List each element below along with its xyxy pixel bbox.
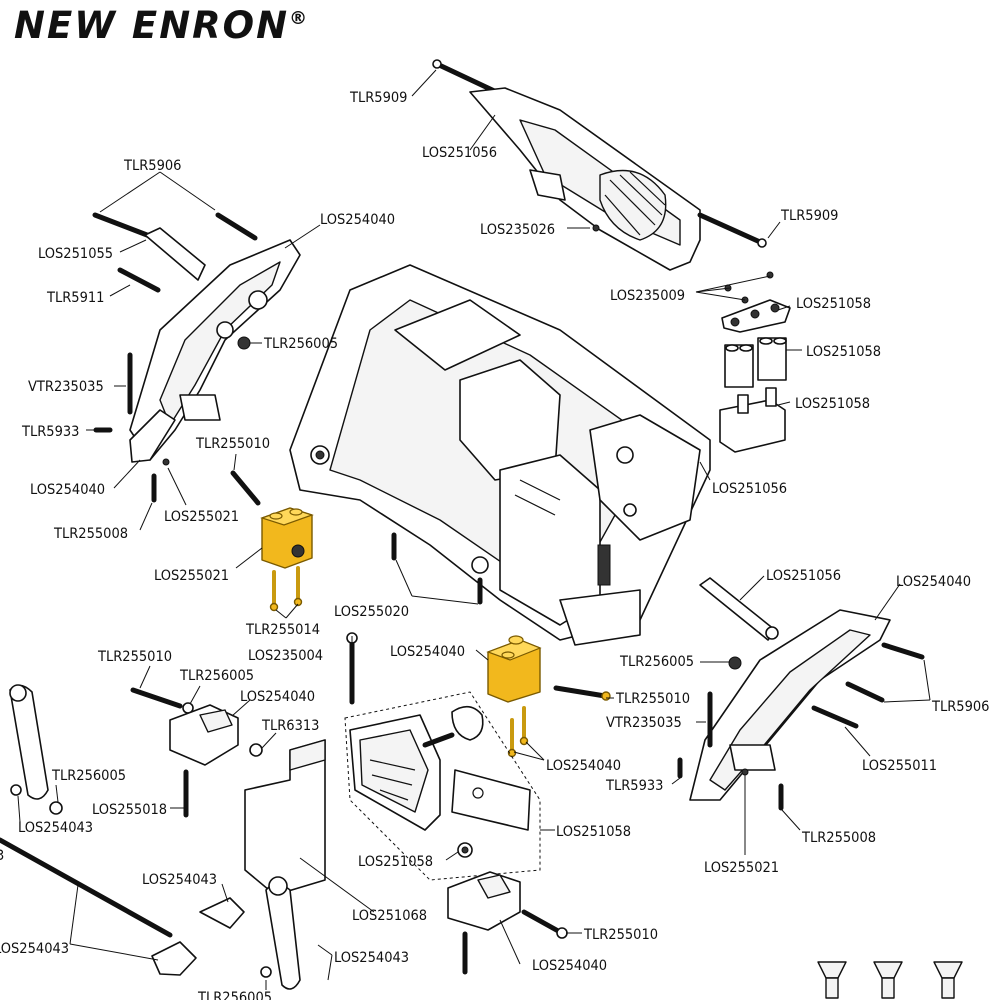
label-tlr255008-a: TLR255008: [53, 526, 128, 542]
mount-block: [719, 399, 786, 453]
screw-samples: [817, 961, 963, 999]
label-tlr255014: TLR255014: [245, 622, 320, 638]
label-tlr6313: TLR6313: [261, 718, 319, 734]
label-los251058-c: LOS251058: [795, 396, 870, 412]
label-los255021-a: LOS255021: [164, 509, 239, 525]
label-tlr5909-top: TLR5909: [349, 90, 407, 106]
label-tlr5909-right: TLR5909: [780, 208, 838, 224]
label-los251056-right: LOS251056: [766, 568, 841, 584]
label-los251068: LOS251068: [352, 908, 427, 924]
label-tlr255010-a: TLR255010: [195, 436, 270, 452]
center-screws: [391, 532, 483, 605]
label-los254043-a: LOS254043: [18, 820, 93, 836]
screw-tlr255010-left: [230, 470, 261, 506]
label-tlr255010-mid: TLR255010: [615, 691, 690, 707]
highlighted-mount-left: [230, 470, 314, 612]
label-los235004: LOS235004: [248, 648, 323, 664]
label-los254040-left: LOS254040: [240, 689, 315, 705]
label-tlr256005-left2: TLR256005: [51, 768, 126, 784]
label-los254043-c: LOS254043: [0, 941, 69, 957]
label-los255018: LOS255018: [92, 802, 167, 818]
label-tlr256005-right: TLR256005: [619, 654, 694, 670]
spacer-block-a: [724, 344, 754, 388]
label-tlr255008-right: TLR255008: [801, 830, 876, 846]
servo-horn: [451, 705, 484, 741]
left-suspension-mount: [92, 212, 301, 503]
label-tlr256005-left: TLR256005: [179, 668, 254, 684]
center-chassis: [289, 264, 711, 646]
washer-tlr6313: [249, 743, 263, 757]
left-lower-bracket: [0, 684, 301, 990]
label-tlr256005-bottom: TLR256005: [197, 990, 272, 1000]
mount-parts-set: [719, 271, 791, 453]
label-los251058-a: LOS251058: [796, 296, 871, 312]
brand-logo: NEW ENRON®: [14, 4, 310, 47]
screw-tlr5911: [117, 267, 161, 293]
nut-tlr256005-right: [728, 656, 742, 670]
label-los251058-bottom2: LOS251058: [358, 854, 433, 870]
label-tlr5933-right: TLR5933: [605, 778, 663, 794]
label-los254040-right: LOS254040: [896, 574, 971, 590]
label-los254040-a: LOS254040: [30, 482, 105, 498]
label-tlr5906-right: TLR5906: [931, 699, 989, 715]
label-los254040-mid2: LOS254040: [546, 758, 621, 774]
label-los255021-right: LOS255021: [704, 860, 779, 876]
block-los251068: [244, 739, 326, 896]
label-los254040-bottom: LOS254040: [532, 958, 607, 974]
rod-end-b: [151, 941, 197, 976]
servo-assembly: [344, 691, 541, 881]
label-los251058-b: LOS251058: [806, 344, 881, 360]
label-tlr5911: TLR5911: [46, 290, 104, 306]
label-tlr5906-top: TLR5906: [123, 158, 181, 174]
rod-end-a: [199, 897, 245, 929]
leader-lines: [17, 69, 931, 990]
label-los254043-b: LOS254043: [142, 872, 217, 888]
right-suspension-mount: [677, 577, 925, 811]
label-tlr256005-a: TLR256005: [263, 336, 338, 352]
label-los235009: LOS235009: [610, 288, 685, 304]
label-los235026: LOS235026: [480, 222, 555, 238]
pin-los251056-right: [699, 577, 776, 641]
label-los254040-mid: LOS254040: [390, 644, 465, 660]
screw-tlr255010-left2: [130, 687, 183, 709]
label-tlr5933-a: TLR5933: [21, 424, 79, 440]
label-los251055: LOS251055: [38, 246, 113, 262]
screw-tlr255010-mid: [553, 685, 608, 699]
bottom-bracket: [447, 871, 568, 975]
label-los255020: LOS255020: [334, 604, 409, 620]
nut-los235026: [592, 224, 600, 232]
screw-tlr5909-right: [697, 212, 763, 245]
screw-tlr5906-right: [881, 642, 925, 660]
front-bumper-assembly: [432, 59, 767, 271]
highlighted-mount-center: [486, 635, 611, 758]
servo-tape: [451, 769, 531, 831]
label-vtr235035-a: VTR235035: [28, 379, 104, 395]
spacer-block-b: [757, 337, 787, 381]
label-edge-3: 3: [0, 848, 4, 864]
nut-tlr256005: [237, 336, 251, 350]
steering-link-left: [9, 684, 49, 800]
screw-los255011: [811, 705, 859, 729]
label-los254040-top: LOS254040: [320, 212, 395, 228]
label-vtr235035-right: VTR235035: [606, 715, 682, 731]
label-los251056-top: LOS251056: [422, 145, 497, 161]
screw-tlr255010-bottom: [521, 909, 563, 935]
label-los251058-bottom: LOS251058: [556, 824, 631, 840]
label-los251056-mid: LOS251056: [712, 481, 787, 497]
label-los255021-b: LOS255021: [154, 568, 229, 584]
label-tlr255010-left: TLR255010: [97, 649, 172, 665]
label-los255011: LOS255011: [862, 758, 937, 774]
label-los254043-d: LOS254043: [334, 950, 409, 966]
label-tlr255010-bottom: TLR255010: [583, 927, 658, 943]
part-labels: TLR5909 LOS251056 LOS235026 TLR5909 TLR5…: [0, 90, 989, 1000]
pin-los251055: [144, 227, 206, 281]
